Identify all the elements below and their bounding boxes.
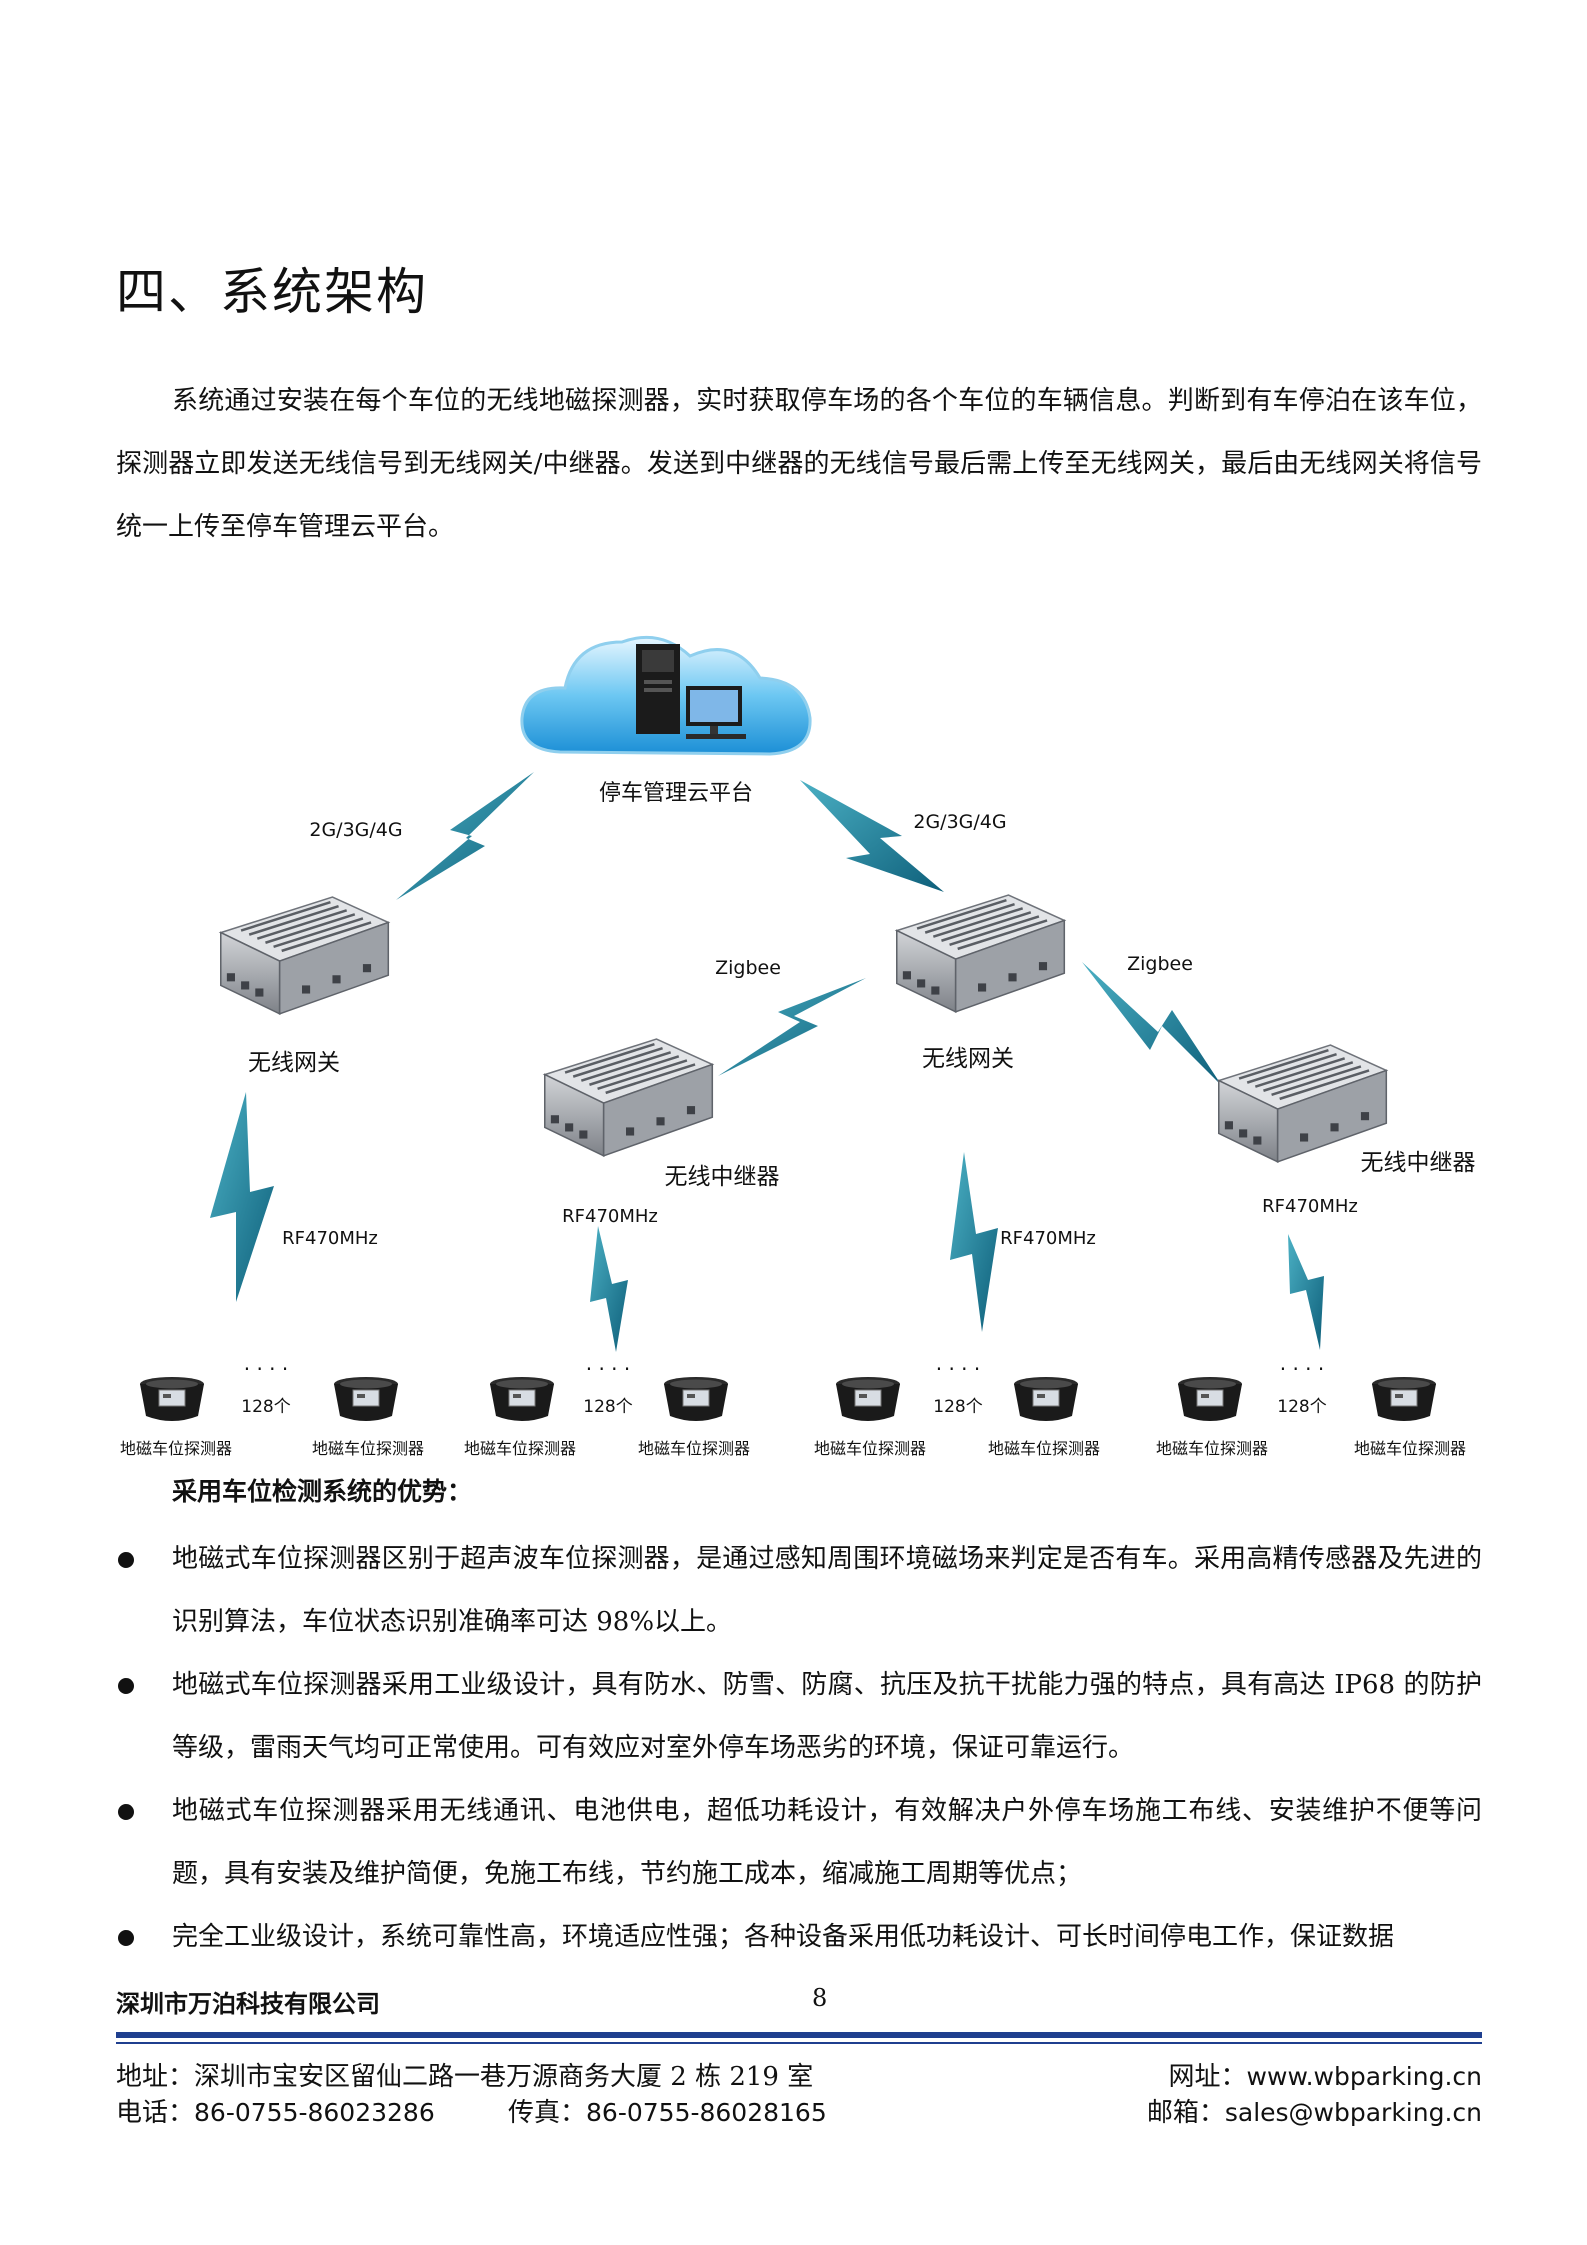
footer-fax: 传真：86-0755-86028165 (508, 2098, 827, 2128)
cellular-link-right-bolt (800, 780, 944, 892)
sensor-label: 地磁车位探测器 (464, 1439, 576, 1458)
sensor-label: 地磁车位探测器 (1156, 1439, 1268, 1458)
advantages-heading: 采用车位检测系统的优势： (172, 1477, 473, 1506)
sensor-label: 地磁车位探测器 (1354, 1439, 1466, 1458)
sensor-icon (1013, 1376, 1079, 1422)
sensor-group-3: · · · · 128个 地磁车位探测器 地磁车位探测器 (814, 1357, 1100, 1458)
sensor-count-4: 128个 (1277, 1397, 1326, 1417)
sensor-label: 地磁车位探测器 (312, 1439, 424, 1458)
rf-link-2-bolt (590, 1226, 628, 1352)
bullet-icon (118, 1804, 134, 1820)
sensor-count-3: 128个 (933, 1397, 982, 1417)
sensor-group-4: · · · · 128个 地磁车位探测器 地磁车位探测器 (1156, 1357, 1466, 1458)
monitor-icon (686, 686, 746, 739)
footer-divider-thin (116, 2042, 1482, 2044)
repeater-right-label: 无线中继器 (1361, 1150, 1476, 1176)
zigbee-link-right-bolt (1082, 962, 1222, 1086)
sensor-icon (1371, 1376, 1437, 1422)
bullet-icon (118, 1678, 134, 1694)
footer-divider (116, 2032, 1482, 2038)
list-item: 地磁式车位探测器采用无线通讯、电池供电，超低功耗设计，有效解决户外停车场施工布线… (116, 1780, 1482, 1906)
sensor-count-1: 128个 (241, 1397, 290, 1417)
sensor-label: 地磁车位探测器 (814, 1439, 926, 1458)
list-item: 地磁式车位探测器区别于超声波车位探测器，是通过感知周围环境磁场来判定是否有车。采… (116, 1528, 1482, 1654)
rf-link-3-bolt (950, 1152, 998, 1332)
system-architecture-diagram: 停车管理云平台 2G/3G/4G 2G/3G/4G Zigbee Zigbee … (120, 635, 1476, 1458)
sensor-icon (489, 1376, 555, 1422)
sensor-icon (333, 1376, 399, 1422)
gateway-center-device (895, 893, 1066, 1014)
rf-link-3-label: RF470MHz (1000, 1228, 1096, 1249)
bullet-icon (118, 1930, 134, 1946)
gateway-center-label: 无线网关 (922, 1046, 1014, 1072)
sensor-icon (1177, 1376, 1243, 1422)
sensor-count-2: 128个 (583, 1397, 632, 1417)
sensor-icon (139, 1376, 205, 1422)
gateway-left-device (219, 895, 390, 1016)
list-item: 完全工业级设计，系统可靠性高，环境适应性强；各种设备采用低功耗设计、可长时间停电… (116, 1906, 1482, 1969)
sensor-label: 地磁车位探测器 (120, 1439, 232, 1458)
repeater-left-label: 无线中继器 (665, 1164, 780, 1190)
footer-website: 网址：www.wbparking.cn (1168, 2062, 1482, 2092)
section-title: 四、系统架构 (116, 263, 428, 321)
footer-address: 地址：深圳市宝安区留仙二路一巷万源商务大厦 2 栋 219 室 (116, 2062, 814, 2092)
list-item: 地磁式车位探测器采用工业级设计，具有防水、防雪、防腐、抗压及抗干扰能力强的特点，… (116, 1654, 1482, 1780)
zigbee-link-right-label: Zigbee (1127, 953, 1193, 975)
rf-link-4-bolt (1288, 1234, 1324, 1350)
cloud-platform-label: 停车管理云平台 (599, 781, 753, 806)
advantages-list: 地磁式车位探测器区别于超声波车位探测器，是通过感知周围环境磁场来判定是否有车。采… (116, 1528, 1482, 1969)
sensor-group-1: · · · · 128个 地磁车位探测器 地磁车位探测器 (120, 1357, 424, 1458)
rf-link-1-bolt (210, 1092, 274, 1302)
bullet-icon (118, 1552, 134, 1568)
sensor-dots: · · · · (244, 1357, 289, 1381)
repeater-left-device (543, 1037, 714, 1158)
sensor-icon (663, 1376, 729, 1422)
sensor-dots: · · · · (936, 1357, 981, 1381)
company-name: 深圳市万泊科技有限公司 (116, 1990, 380, 2018)
rf-link-2-label: RF470MHz (562, 1206, 658, 1227)
sensor-label: 地磁车位探测器 (638, 1439, 750, 1458)
server-icon (636, 644, 680, 734)
sensor-group-2: · · · · 128个 地磁车位探测器 地磁车位探测器 (464, 1357, 750, 1458)
footer-phone: 电话：86-0755-86023286 (116, 2098, 435, 2128)
intro-paragraph: 系统通过安装在每个车位的无线地磁探测器，实时获取停车场的各个车位的车辆信息。判断… (116, 386, 1482, 542)
sensor-label: 地磁车位探测器 (988, 1439, 1100, 1458)
sensor-dots: · · · · (1280, 1357, 1325, 1381)
sensor-dots: · · · · (586, 1357, 631, 1381)
rf-link-1-label: RF470MHz (282, 1228, 378, 1249)
footer-email: 邮箱：sales@wbparking.cn (1146, 2098, 1482, 2128)
page-number: 8 (812, 1984, 828, 2012)
rf-link-4-label: RF470MHz (1262, 1196, 1358, 1217)
zigbee-link-left-label: Zigbee (715, 957, 781, 979)
cellular-link-left-bolt (396, 772, 534, 900)
cloud-platform-icon: 停车管理云平台 (520, 635, 812, 806)
zigbee-link-left-bolt (718, 978, 866, 1076)
gateway-left-label: 无线网关 (248, 1050, 340, 1076)
repeater-right-device (1217, 1043, 1388, 1164)
sensor-icon (835, 1376, 901, 1422)
cellular-link-left-label: 2G/3G/4G (309, 819, 402, 841)
cellular-link-right-label: 2G/3G/4G (913, 811, 1006, 833)
